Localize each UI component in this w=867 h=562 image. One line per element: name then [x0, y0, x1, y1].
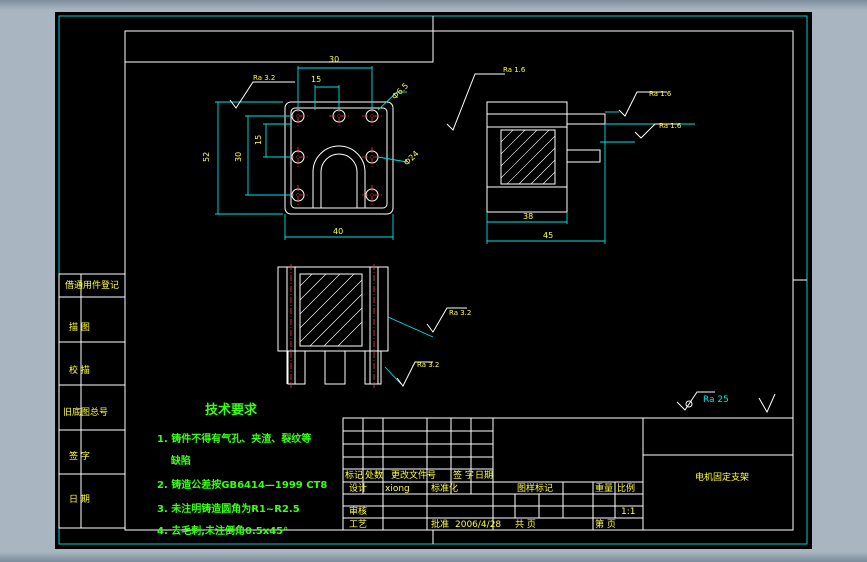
tech-item-3: 3. 未注明铸造圆角为R1~R2.5 [157, 502, 300, 515]
roughness-r2: Ra 1.6 [503, 66, 526, 74]
tech-requirements: 技术要求 1. 铸件不得有气孔、夹渣、裂纹等 缺陷 2. 铸造公差按GB6414… [157, 402, 327, 537]
front-view-u-slot [312, 145, 366, 208]
tb-approve-date: 2006/4/28 [455, 520, 501, 530]
tech-item-1: 缺陷 [157, 454, 191, 467]
tb-scale-value: 1:1 [621, 507, 635, 517]
roughness-symbol [396, 361, 433, 387]
svg-text:Ra 25: Ra 25 [703, 395, 729, 405]
dim-hole: Ф6.5 [390, 81, 410, 101]
side-label-4: 签 字 [69, 450, 90, 462]
dim-top-15: 15 [311, 75, 321, 84]
tb-review-label: 审核 [349, 505, 367, 517]
side-view[interactable]: 38 45 Ra 1.6 Ra 1.6 Ra 1.6 [446, 66, 695, 244]
dim-bottom-40: 40 [333, 227, 343, 236]
tb-stage-label: 图样标记 [517, 482, 553, 494]
tb-designer-label: 设计 [349, 482, 367, 494]
tb-sheet-num: 第 页 [595, 518, 616, 530]
tech-item-0: 1. 铸件不得有气孔、夹渣、裂纹等 [157, 432, 311, 445]
roughness-symbol [446, 73, 505, 131]
dim-side-45: 45 [543, 231, 553, 240]
roughness-r3: Ra 1.6 [649, 90, 672, 98]
bottom-view-body [277, 266, 389, 352]
side-label-3: 旧底图总号 [63, 406, 108, 418]
title-block: 标记 处数 更改文件号 签 字 日期 设计 xiong 标准化 审核 工艺 批准… [342, 417, 794, 531]
roughness-r4: Ra 1.6 [659, 122, 682, 130]
tech-title: 技术要求 [205, 402, 258, 418]
dim-left-30: 30 [234, 152, 243, 162]
roughness-symbol [618, 91, 667, 117]
tb-partition: 更改文件号 [391, 469, 436, 481]
dim-radius: Ф24 [402, 149, 420, 167]
tb-date: 日期 [475, 470, 493, 481]
tb-part-name: 电机固定支架 [695, 471, 749, 483]
bottom-view[interactable]: Ra 3.2 Ra 3.2 [277, 264, 471, 388]
side-label-column: 借通用件登记 描 图 校 描 旧底图总号 签 字 日 期 [58, 273, 126, 529]
dim-left-15: 15 [254, 135, 263, 145]
roughness-symbol [426, 307, 467, 333]
dim-top-30: 30 [329, 55, 339, 64]
tb-scale-label: 比例 [617, 482, 635, 494]
tb-count: 处数 [365, 469, 383, 481]
dim-side-38: 38 [523, 212, 533, 221]
cad-viewport[interactable]: 借通用件登记 描 图 校 描 旧底图总号 签 字 日 期 [55, 12, 812, 549]
roughness-r5: Ra 3.2 [449, 309, 471, 317]
side-label-1: 描 图 [69, 321, 90, 333]
global-roughness: Ra 25 [676, 391, 776, 414]
tb-sheet-total: 共 页 [515, 519, 536, 530]
drawing-canvas[interactable]: 借通用件登记 描 图 校 描 旧底图总号 签 字 日 期 [55, 12, 812, 549]
tb-weight-label: 重量 [595, 482, 613, 494]
tb-mark: 标记 [345, 469, 363, 481]
tb-sign: 签 字 [453, 469, 474, 481]
side-label-5: 日 期 [69, 494, 90, 505]
tech-item-2: 2. 铸造公差按GB6414—1999 CT8 [157, 478, 327, 491]
roughness-r6: Ra 3.2 [417, 361, 439, 369]
tb-std-label: 标准化 [431, 482, 458, 494]
roughness-r1: Ra 3.2 [253, 74, 275, 82]
tech-item-4: 4. 去毛刺,未注倒角0.5x45° [157, 524, 288, 537]
roughness-symbol [634, 123, 679, 139]
side-label-0: 借通用件登记 [65, 279, 119, 291]
tb-approve-label: 批准 [431, 518, 449, 530]
tb-process-label: 工艺 [349, 519, 367, 530]
top-left-stamp-box [125, 31, 434, 63]
side-label-2: 校 描 [69, 364, 90, 376]
roughness-symbol [229, 81, 295, 109]
dim-left-52: 52 [202, 152, 211, 162]
front-view[interactable]: 30 15 Ф6.5 52 30 15 Ф24 40 Ra 3.2 [202, 55, 420, 240]
tb-designer-value: xiong [385, 484, 410, 494]
